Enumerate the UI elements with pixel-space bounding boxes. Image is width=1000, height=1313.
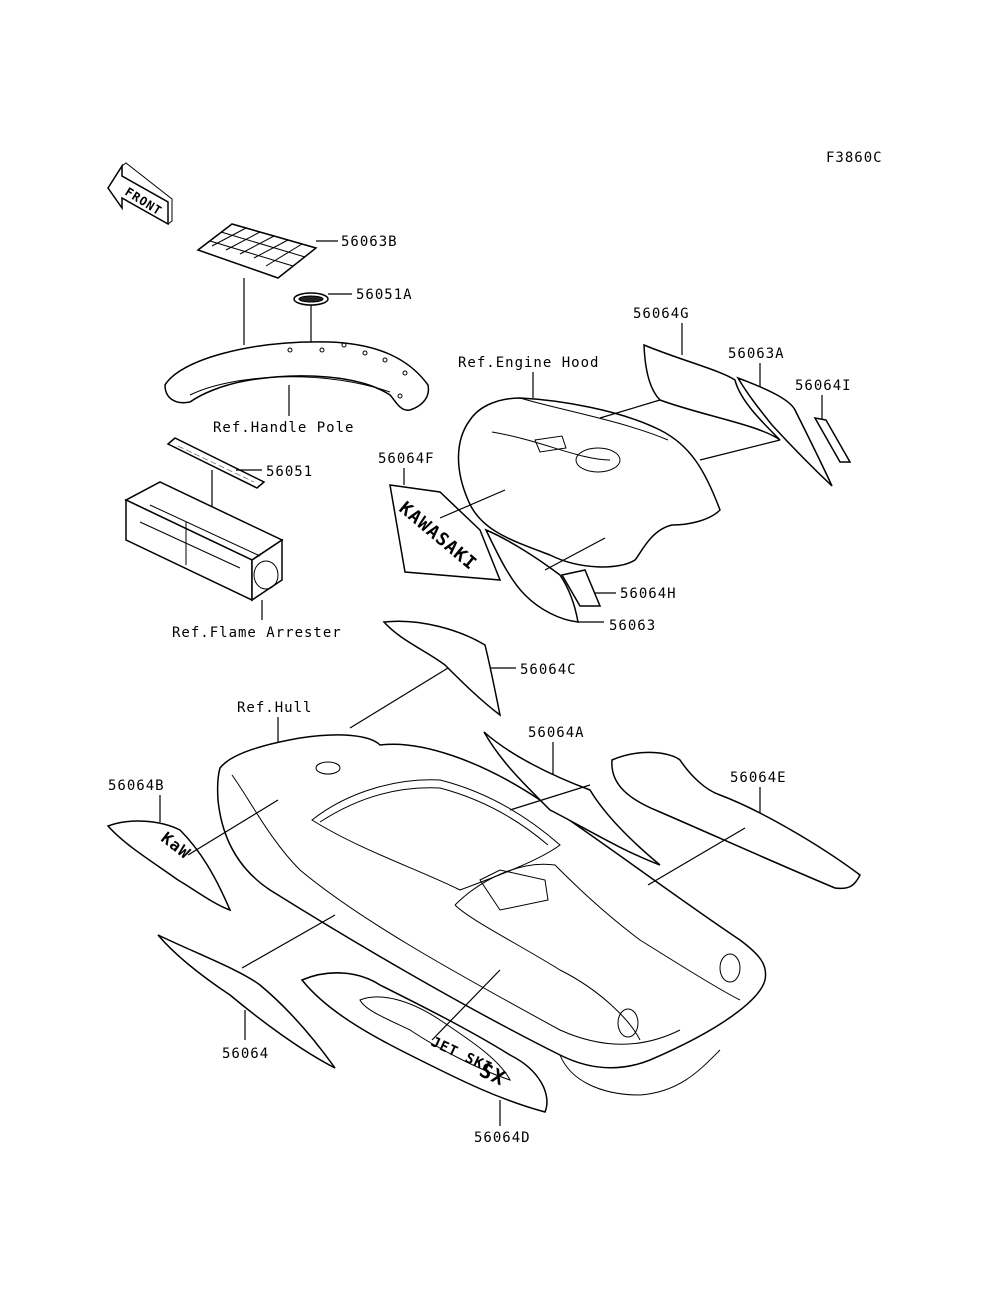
label-56063: 56063 [609, 618, 656, 634]
label-56064G: 56064G [633, 306, 690, 322]
decal-56064 [157, 934, 336, 1069]
label-56064H: 56064H [620, 586, 677, 602]
decal-56051 [166, 437, 266, 489]
decal-56063 [484, 528, 579, 623]
flame-arrester [124, 481, 284, 602]
decal-56064A [483, 731, 661, 866]
label-56051A: 56051A [356, 287, 413, 303]
decal-56063A [736, 376, 833, 487]
decal-56064I [813, 416, 852, 463]
label-flame-arrester: Ref.Flame Arrester [172, 625, 342, 641]
label-56064: 56064 [222, 1046, 269, 1062]
engine-hood [457, 397, 721, 568]
label-56064F: 56064F [378, 451, 435, 467]
decal-56064H [560, 569, 602, 607]
decal-56051A [293, 292, 329, 306]
decal-56064B: KaW [106, 820, 232, 912]
label-56051: 56051 [266, 464, 313, 480]
label-56064E: 56064E [730, 770, 787, 786]
decal-56064D: JET SKI SX [300, 972, 548, 1113]
front-arrow-icon: FRONT [107, 162, 173, 226]
decal-56064E [611, 751, 861, 890]
label-56063A: 56063A [728, 346, 785, 362]
hull [216, 734, 767, 1096]
figure-id: F3860C [826, 150, 883, 166]
label-engine-hood: Ref.Engine Hood [458, 355, 599, 371]
label-56064I: 56064I [795, 378, 852, 394]
label-56064B: 56064B [108, 778, 165, 794]
label-56064A: 56064A [528, 725, 585, 741]
decal-56064C [382, 620, 502, 717]
label-handle-pole: Ref.Handle Pole [213, 420, 354, 436]
label-hull: Ref.Hull [237, 700, 312, 716]
label-56064C: 56064C [520, 662, 577, 678]
label-56064D: 56064D [474, 1130, 531, 1146]
handle-pole [164, 341, 430, 411]
label-56063B: 56063B [341, 234, 398, 250]
decal-56063B [196, 223, 318, 279]
decal-56064F: KAWASAKI [389, 484, 502, 581]
